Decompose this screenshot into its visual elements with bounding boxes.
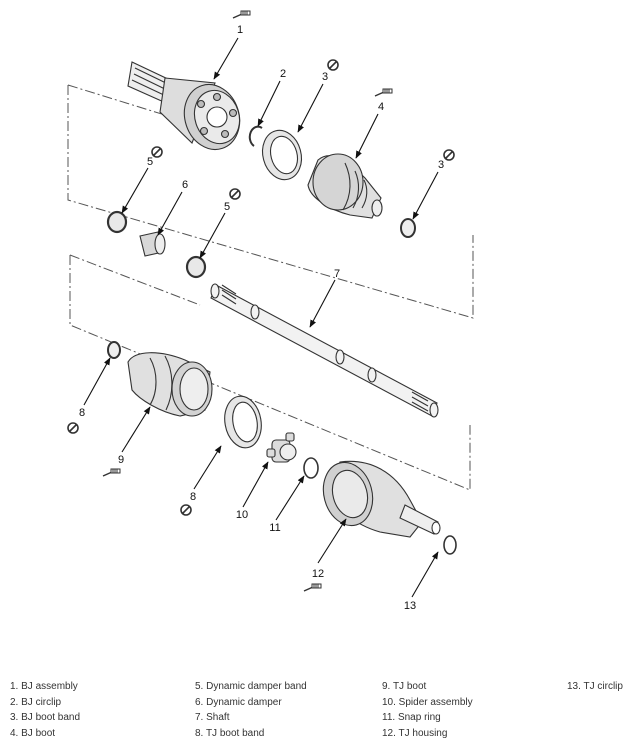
do-not-reuse-icon	[327, 59, 339, 71]
callout-5: 5	[147, 156, 153, 168]
grease-icon	[102, 468, 121, 477]
legend-item: 12. TJ housing	[382, 727, 448, 739]
tj-boot-band	[224, 395, 262, 449]
legend-item: 7. Shaft	[195, 712, 230, 723]
callout-5b: 5	[224, 201, 230, 213]
bj-assembly	[127, 61, 241, 151]
tj-boot-band-small	[107, 341, 121, 359]
legend-column-2: 5. Dynamic damper band 6. Dynamic damper…	[195, 679, 307, 741]
callout-11: 11	[269, 522, 280, 534]
callout-13: 13	[404, 600, 416, 612]
legend-column-1: 1. BJ assembly 2. BJ circlip 3. BJ boot …	[10, 679, 80, 741]
dynamic-damper	[139, 231, 166, 257]
legend-item: 2. BJ circlip	[10, 696, 62, 708]
callout-10: 10	[236, 509, 248, 521]
legend-item: 10. Spider assembly	[382, 696, 473, 708]
legend-item: 5. Dynamic damper band	[195, 681, 307, 692]
do-not-reuse-icon	[443, 149, 455, 161]
legend-item: 11. Snap ring	[382, 712, 441, 723]
legend-item: 6. Dynamic damper	[195, 696, 282, 708]
do-not-reuse-icon	[180, 504, 192, 516]
legend-item: 4. BJ boot	[10, 727, 56, 739]
callout-8b: 8	[190, 491, 196, 503]
grease-icon	[303, 583, 322, 592]
do-not-reuse-icon	[67, 422, 79, 434]
grease-icon	[374, 88, 393, 97]
callout-3: 3	[322, 71, 328, 83]
tj-circlip	[443, 535, 457, 555]
legend-item: 3. BJ boot band	[10, 712, 81, 723]
callout-3b: 3	[438, 159, 444, 171]
callout-4: 4	[378, 101, 384, 113]
callout-9: 9	[118, 454, 124, 466]
spider-assembly	[266, 432, 297, 463]
bj-boot-band	[261, 129, 303, 181]
callout-numbers: 1 2 3 4 5 6 5 7 3 8 9 8 10 11 12 13	[79, 24, 444, 612]
dynamic-damper-band-right	[185, 255, 207, 279]
exploded-drive-shaft-diagram: 1 2 3 4 5 6 5 7 3 8 9 8 10 11 12 13	[67, 10, 474, 612]
do-not-reuse-icon	[151, 146, 163, 158]
callout-leaders	[83, 37, 439, 598]
assembly-boundary-lines	[67, 84, 474, 491]
callout-6: 6	[182, 179, 188, 191]
bj-boot	[307, 153, 383, 219]
legend-item: 9. TJ boot	[382, 681, 427, 692]
legend-item: 8. TJ boot band	[195, 727, 265, 739]
tj-boot	[127, 352, 213, 417]
parts-legend: 1. BJ assembly 2. BJ circlip 3. BJ boot …	[0, 679, 638, 741]
callout-12: 12	[312, 568, 324, 580]
shaft	[210, 283, 439, 418]
bj-boot-band-small	[400, 218, 416, 238]
callout-8: 8	[79, 407, 85, 419]
callout-2: 2	[280, 68, 286, 80]
do-not-reuse-icon	[229, 188, 241, 200]
legend-column-3: 9. TJ boot 10. Spider assembly 11. Snap …	[382, 679, 473, 741]
callout-7: 7	[334, 268, 340, 280]
dynamic-damper-band	[106, 210, 128, 234]
grease-icon	[232, 10, 251, 19]
legend-item: 13. TJ circlip	[567, 681, 623, 692]
bj-circlip	[248, 125, 263, 147]
tj-housing	[322, 460, 441, 538]
legend-item: 1. BJ assembly	[10, 681, 78, 692]
callout-1: 1	[237, 24, 243, 36]
legend-column-4: 13. TJ circlip	[567, 679, 623, 695]
snap-ring	[303, 457, 319, 479]
